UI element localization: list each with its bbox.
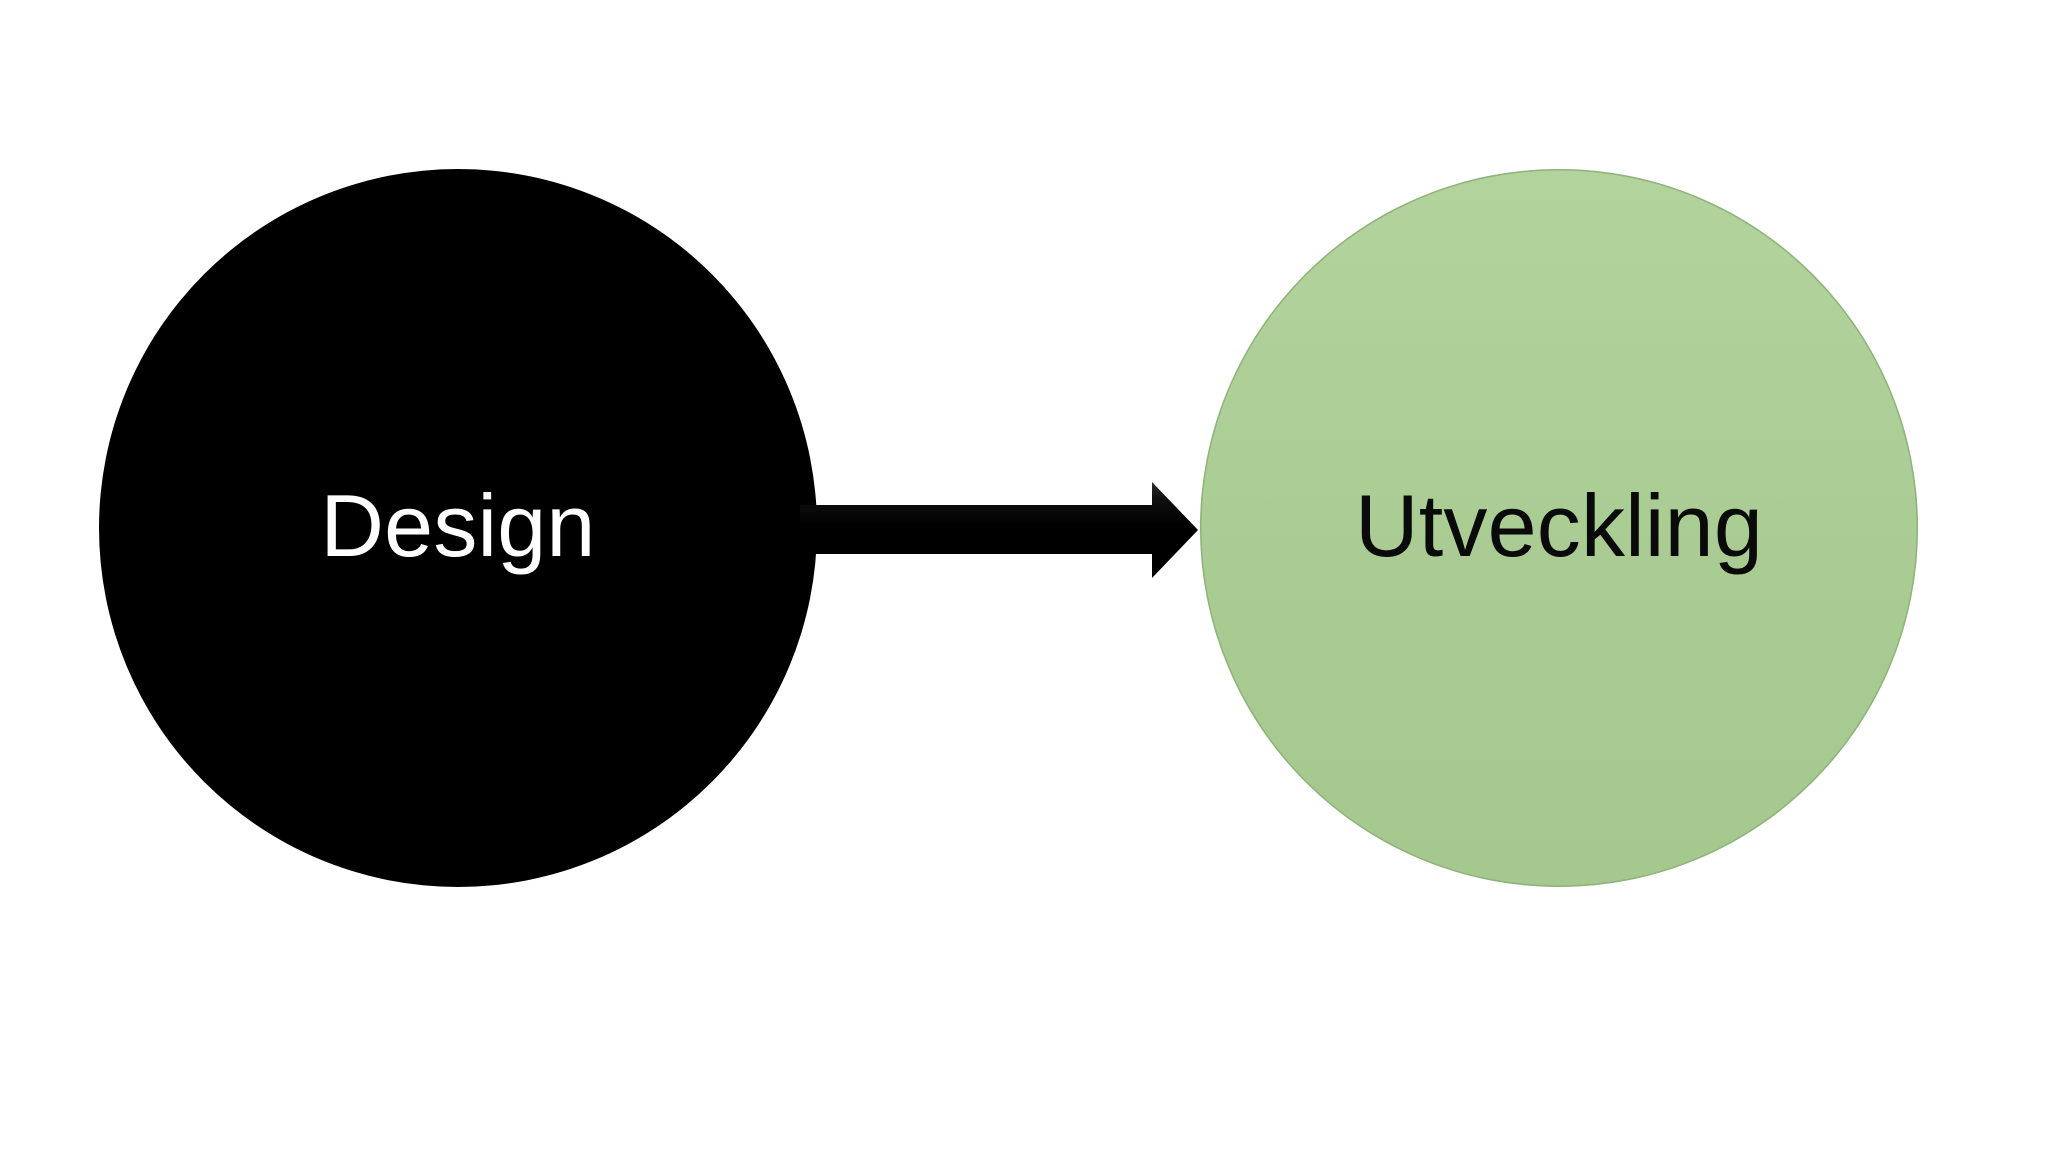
node-design[interactable]: Design [99, 169, 817, 887]
arrow-right-icon [800, 482, 1198, 578]
node-design-label: Design [320, 476, 596, 575]
arrow-body [800, 482, 1198, 578]
arrow-design-to-utveckling[interactable] [800, 470, 1210, 590]
node-utveckling-label: Utveckling [1355, 476, 1763, 575]
node-utveckling[interactable]: Utveckling [1200, 169, 1918, 887]
